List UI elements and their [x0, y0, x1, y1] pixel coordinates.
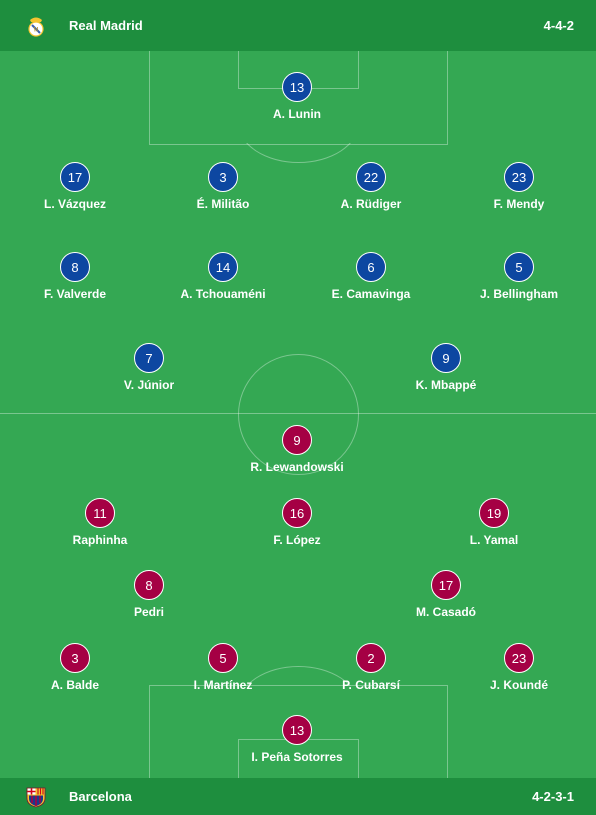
player-number: 13 — [282, 72, 312, 102]
player-home-6[interactable]: 8 F. Valverde — [15, 252, 135, 301]
player-number: 13 — [282, 715, 312, 745]
player-number: 5 — [208, 643, 238, 673]
player-name: A. Rüdiger — [340, 197, 402, 211]
player-number: 23 — [504, 643, 534, 673]
player-name: F. Valverde — [43, 287, 107, 301]
player-home-1[interactable]: 13 A. Lunin — [237, 72, 357, 121]
player-away-6[interactable]: 17 M. Casadó — [386, 570, 506, 619]
player-name: R. Lewandowski — [250, 460, 344, 474]
player-number: 19 — [479, 498, 509, 528]
player-name: F. López — [273, 533, 321, 547]
player-name: I. Peña Sotorres — [251, 750, 343, 764]
player-home-4[interactable]: 22 A. Rüdiger — [311, 162, 431, 211]
player-away-10[interactable]: 23 J. Koundé — [459, 643, 579, 692]
player-number: 16 — [282, 498, 312, 528]
player-away-4[interactable]: 19 L. Yamal — [434, 498, 554, 547]
player-name: F. Mendy — [493, 197, 545, 211]
player-away-8[interactable]: 5 I. Martínez — [163, 643, 283, 692]
player-home-11[interactable]: 9 K. Mbappé — [386, 343, 506, 392]
player-name: Pedri — [133, 605, 164, 619]
player-home-8[interactable]: 6 E. Camavinga — [311, 252, 431, 301]
player-home-10[interactable]: 7 V. Júnior — [89, 343, 209, 392]
player-number: 9 — [431, 343, 461, 373]
player-number: 11 — [85, 498, 115, 528]
home-team-name: Real Madrid — [69, 18, 143, 33]
away-team-name: Barcelona — [69, 789, 132, 804]
away-formation: 4-2-3-1 — [532, 789, 574, 804]
player-name: E. Camavinga — [331, 287, 411, 301]
player-number: 23 — [504, 162, 534, 192]
player-number: 3 — [60, 643, 90, 673]
player-name: Raphinha — [72, 533, 128, 547]
home-formation: 4-4-2 — [543, 18, 574, 33]
player-away-11[interactable]: 13 I. Peña Sotorres — [237, 715, 357, 764]
svg-text:M: M — [34, 27, 39, 33]
home-team-header: M Real Madrid 4-4-2 — [0, 0, 596, 51]
player-number: 5 — [504, 252, 534, 282]
player-number: 17 — [431, 570, 461, 600]
player-name: A. Tchouaméni — [180, 287, 266, 301]
player-number: 9 — [282, 425, 312, 455]
pitch — [0, 51, 596, 778]
player-name: J. Koundé — [489, 678, 548, 692]
player-away-1[interactable]: 9 R. Lewandowski — [237, 425, 357, 474]
player-name: A. Balde — [50, 678, 99, 692]
player-number: 6 — [356, 252, 386, 282]
player-number: 8 — [134, 570, 164, 600]
player-number: 3 — [208, 162, 238, 192]
player-number: 8 — [60, 252, 90, 282]
away-team-header: Barcelona 4-2-3-1 — [0, 778, 596, 815]
real-madrid-crest-icon: M — [26, 15, 46, 37]
player-away-7[interactable]: 3 A. Balde — [15, 643, 135, 692]
player-away-9[interactable]: 2 P. Cubarsí — [311, 643, 431, 692]
barcelona-crest-icon — [26, 786, 46, 808]
player-home-2[interactable]: 17 L. Vázquez — [15, 162, 135, 211]
player-home-9[interactable]: 5 J. Bellingham — [459, 252, 579, 301]
player-name: L. Vázquez — [43, 197, 106, 211]
player-away-3[interactable]: 16 F. López — [237, 498, 357, 547]
player-name: É. Militão — [196, 197, 250, 211]
player-name: L. Yamal — [469, 533, 519, 547]
player-number: 2 — [356, 643, 386, 673]
player-home-5[interactable]: 23 F. Mendy — [459, 162, 579, 211]
player-number: 17 — [60, 162, 90, 192]
player-number: 7 — [134, 343, 164, 373]
player-name: P. Cubarsí — [342, 678, 400, 692]
player-number: 14 — [208, 252, 238, 282]
player-name: A. Lunin — [273, 107, 321, 121]
player-name: V. Júnior — [123, 378, 175, 392]
player-home-7[interactable]: 14 A. Tchouaméni — [163, 252, 283, 301]
player-name: M. Casadó — [415, 605, 476, 619]
player-number: 22 — [356, 162, 386, 192]
player-name: J. Bellingham — [479, 287, 559, 301]
center-circle — [238, 354, 359, 475]
player-name: K. Mbappé — [415, 378, 477, 392]
player-name: I. Martínez — [193, 678, 253, 692]
player-home-3[interactable]: 3 É. Militão — [163, 162, 283, 211]
